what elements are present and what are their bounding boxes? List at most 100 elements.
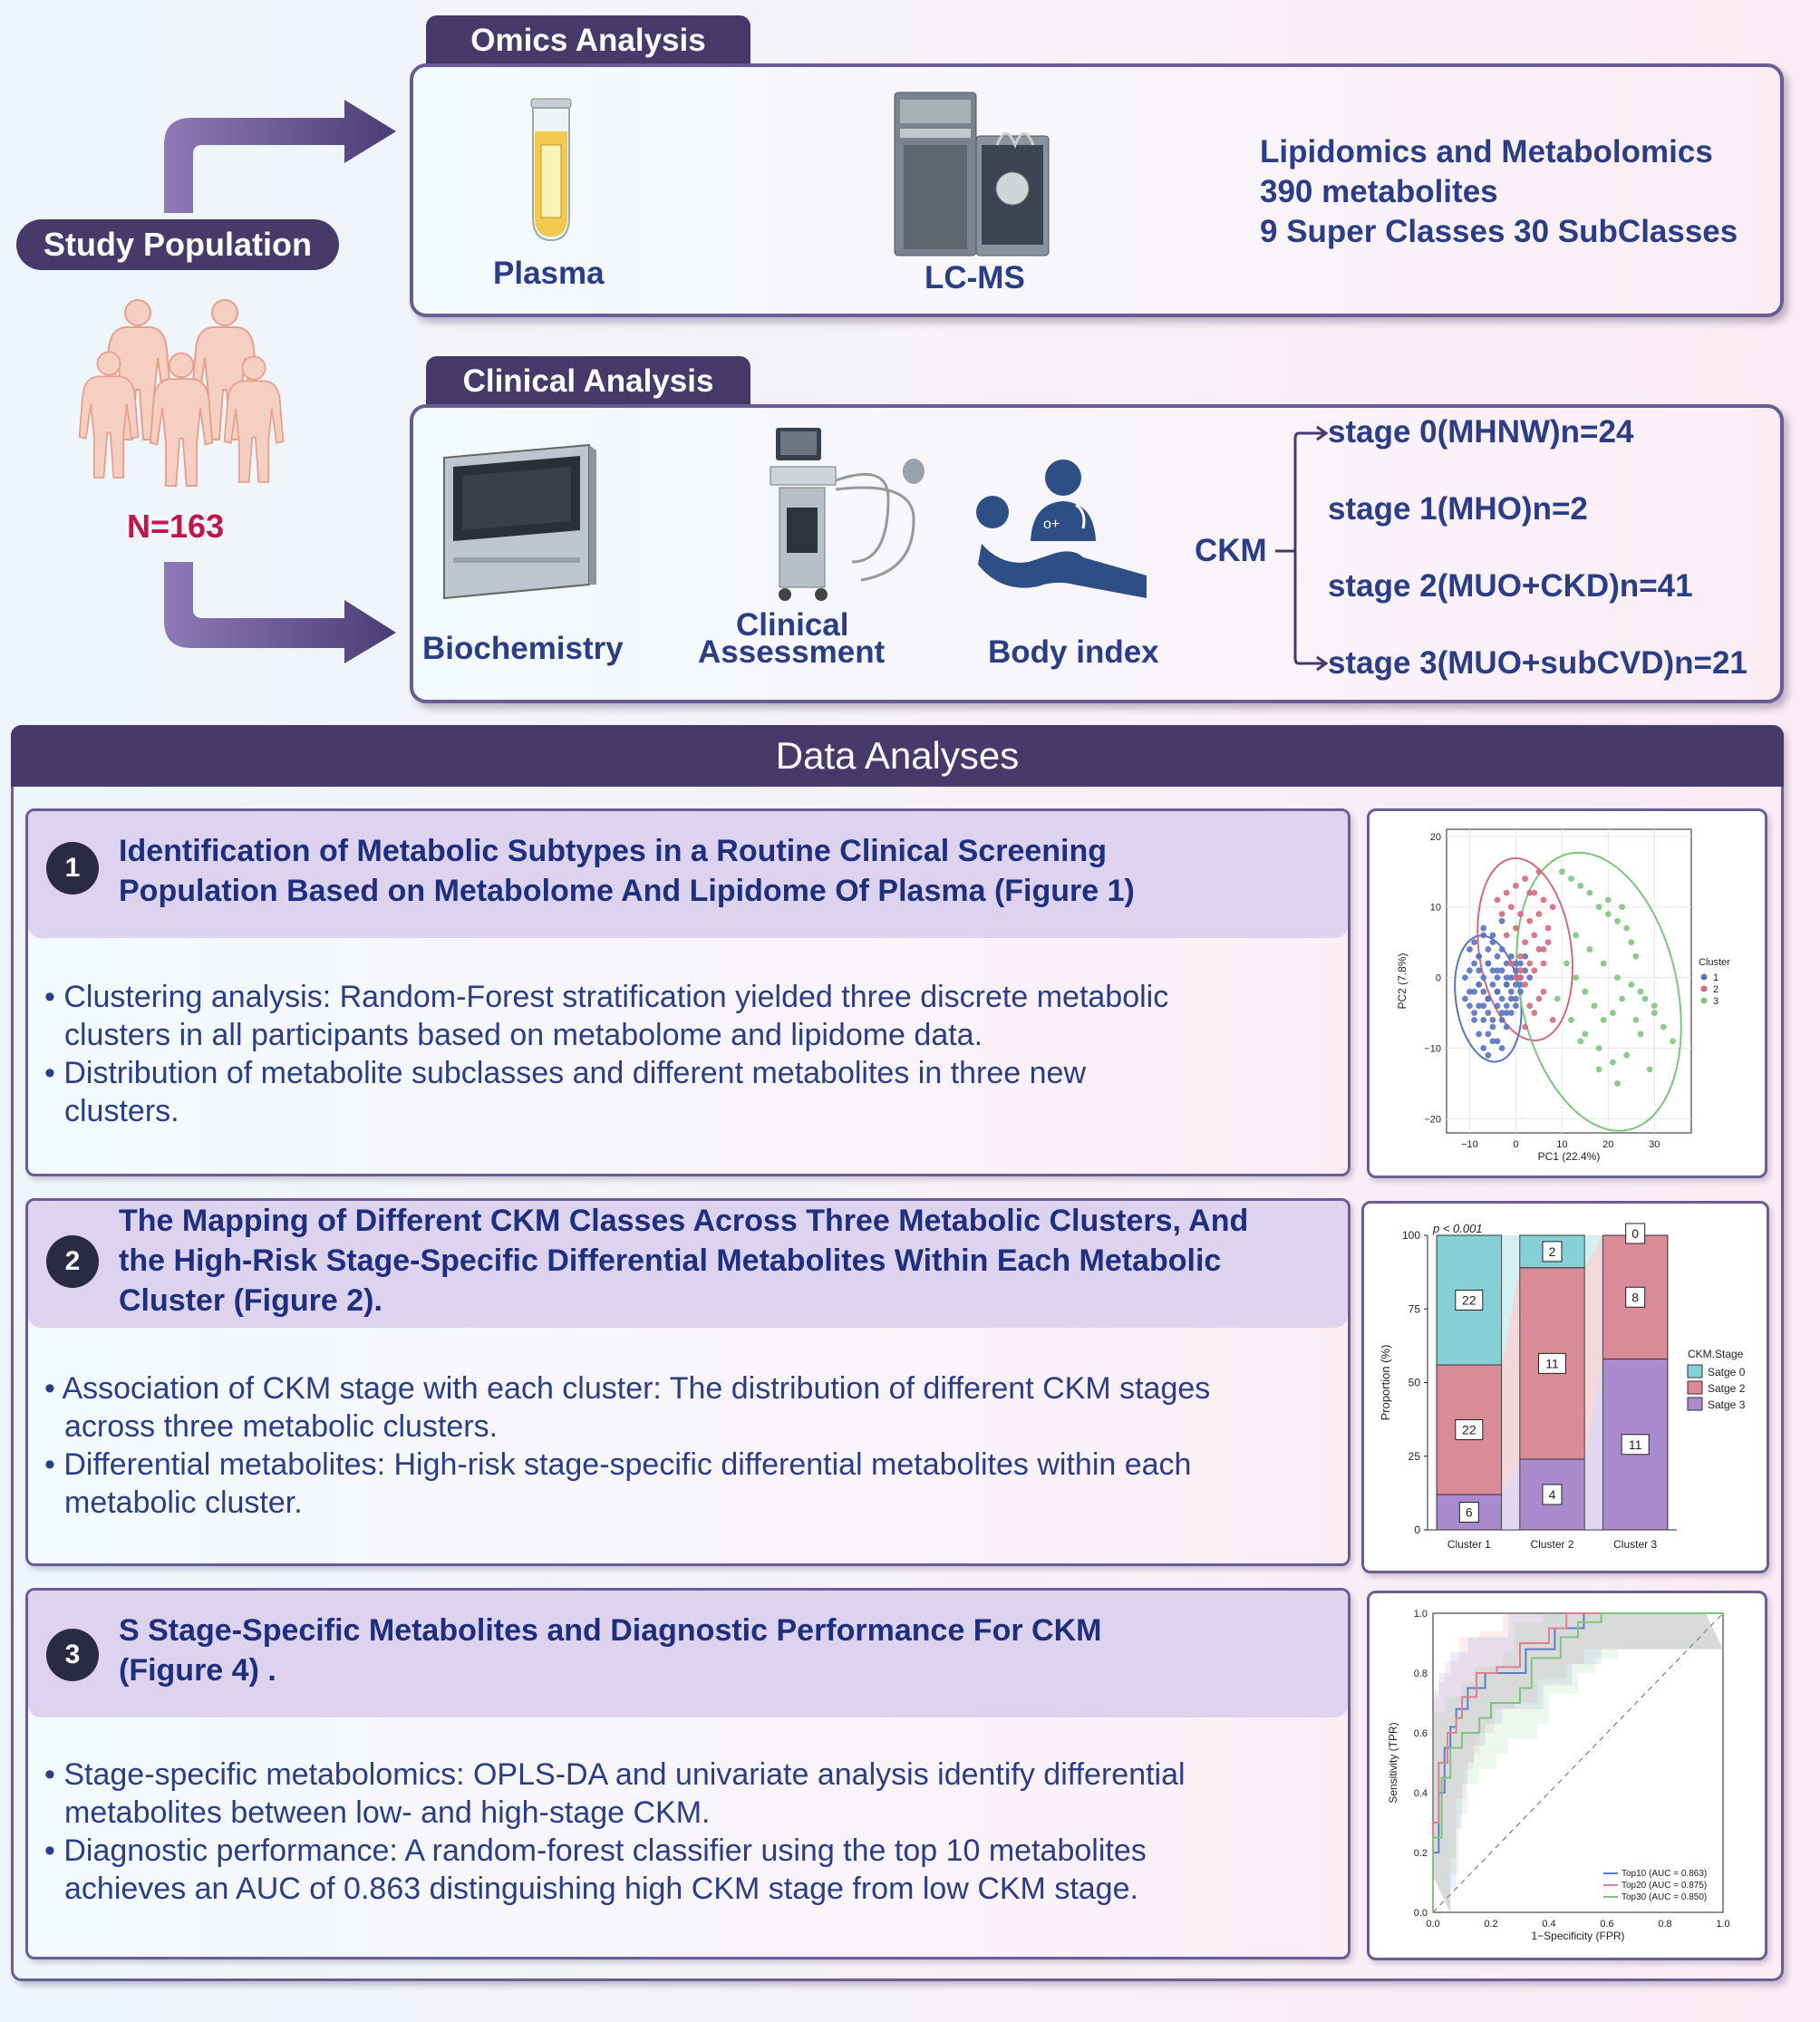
bar-category-label: Cluster 3: [1613, 1538, 1657, 1551]
roc-confidence-band: [1433, 1613, 1723, 1912]
pca-x-tick-label: −10: [1461, 1139, 1478, 1150]
lcms-label: LC-MS: [925, 260, 1025, 295]
pca-point-cluster-2: [1503, 932, 1510, 939]
pca-point-cluster-3: [1558, 868, 1565, 876]
pca-point-cluster-3: [1628, 939, 1635, 946]
pca-point-cluster-2: [1494, 896, 1501, 904]
pca-point-cluster-1: [1471, 939, 1477, 946]
pca-point-cluster-1: [1480, 1016, 1487, 1023]
pca-y-tick-label: 20: [1430, 832, 1441, 843]
clinical-tab: Clinical Analysis: [426, 356, 750, 407]
omics-summary-line-3: 9 Super Classes 30 SubClasses: [1260, 214, 1738, 249]
bar-y-tick-label: 50: [1409, 1377, 1421, 1389]
bar-data-label-group: 8: [1625, 1286, 1646, 1308]
pca-point-cluster-3: [1619, 904, 1625, 911]
pca-point-cluster-1: [1498, 967, 1505, 974]
pca-point-cluster-3: [1600, 960, 1607, 967]
pca-point-cluster-1: [1461, 974, 1468, 982]
pca-point-cluster-3: [1582, 1030, 1589, 1038]
pca-point-cluster-3: [1563, 960, 1570, 967]
pca-point-cluster-1: [1507, 995, 1515, 1002]
bar-data-label-box: [1542, 1241, 1563, 1263]
roc-y-tick-label: 0.6: [1414, 1728, 1428, 1739]
bar-data-label-group: 22: [1455, 1419, 1484, 1440]
bar-y-tick-label: 0: [1414, 1524, 1420, 1536]
omics-panel: [410, 63, 1784, 317]
section-1-bullet-2-line-2: clusters.: [64, 1094, 179, 1128]
data-analyses-title: Data Analyses: [775, 734, 1020, 777]
roc-x-tick-label: 0.6: [1600, 1919, 1613, 1930]
pca-point-cluster-1: [1498, 917, 1505, 924]
ckm-stage-2: stage 2(MUO+CKD)n=41: [1328, 568, 1693, 604]
bar-category-label: Cluster 2: [1530, 1538, 1573, 1551]
pca-point-cluster-3: [1637, 988, 1644, 995]
clinical-tab-label: Clinical Analysis: [462, 363, 714, 399]
pca-point-cluster-3: [1670, 1038, 1677, 1045]
pca-point-cluster-1: [1494, 974, 1501, 982]
pca-point-cluster-2: [1540, 988, 1547, 995]
pca-point-cluster-1: [1503, 1010, 1510, 1016]
section-2-panel: 2 The Mapping of Different CKM Classes A…: [25, 1198, 1350, 1566]
pca-point-cluster-1: [1480, 988, 1487, 995]
pca-point-cluster-3: [1573, 932, 1580, 939]
pca-point-cluster-2: [1549, 1016, 1556, 1023]
pca-point-cluster-2: [1535, 946, 1543, 953]
bar-data-label-box: [1455, 1290, 1484, 1311]
pca-point-cluster-1: [1480, 924, 1487, 932]
pca-point-cluster-1: [1485, 1030, 1492, 1038]
pca-cluster-ellipse: [1515, 851, 1682, 1132]
roc-legend-label: Top30 (AUC = 0.850): [1622, 1892, 1707, 1902]
pca-point-cluster-2: [1522, 939, 1529, 946]
pca-point-cluster-2: [1526, 917, 1534, 924]
ckm-label: CKM: [1195, 533, 1267, 568]
roc-legend-label: Top10 (AUC = 0.863): [1622, 1869, 1707, 1879]
pca-point-cluster-2: [1522, 876, 1529, 882]
pca-legend-marker: [1700, 997, 1708, 1004]
pca-point-cluster-1: [1489, 1038, 1496, 1045]
section-3-bullet-1: • Stage-specific metabolomics: OPLS-DA a…: [44, 1756, 1304, 1832]
pca-point-cluster-3: [1604, 896, 1612, 904]
bar-data-label-box: [1625, 1286, 1646, 1308]
biochemistry-label: Biochemistry: [422, 631, 624, 666]
pca-point-cluster-2: [1498, 911, 1505, 917]
roc-y-axis-label: Sensitivity (TPR): [1387, 1722, 1399, 1803]
pca-point-cluster-1: [1494, 967, 1501, 974]
bar-data-label-group: 11: [1538, 1352, 1566, 1374]
data-analyses-header: Data Analyses: [11, 725, 1784, 787]
pca-point-cluster-2: [1522, 1023, 1529, 1030]
bar-data-label-group: 4: [1542, 1484, 1563, 1505]
pca-point-cluster-2: [1531, 932, 1538, 939]
roc-confidence-band: [1433, 1613, 1723, 1912]
pca-point-cluster-2: [1517, 911, 1524, 917]
pca-point-cluster-1: [1489, 967, 1496, 974]
pca-point-cluster-2: [1503, 889, 1510, 896]
pca-point-cluster-1: [1513, 995, 1519, 1002]
pca-point-cluster-1: [1507, 988, 1515, 995]
pca-legend-label: 1: [1713, 972, 1718, 983]
pca-point-cluster-1: [1507, 974, 1515, 982]
pca-point-cluster-1: [1471, 988, 1477, 995]
pca-point-cluster-3: [1586, 889, 1593, 896]
pca-point-cluster-1: [1494, 988, 1501, 995]
section-1-bullet-2-line-1: • Distribution of metabolite subclasses …: [44, 1056, 1087, 1090]
pca-point-cluster-3: [1595, 904, 1602, 911]
bar-y-tick-label: 25: [1409, 1450, 1421, 1463]
pca-point-cluster-2: [1535, 868, 1543, 876]
section-1-bullet-1: • Clustering analysis: Random-Forest str…: [44, 978, 1304, 1054]
pca-y-tick-label: 0: [1436, 973, 1441, 984]
pca-point-cluster-3: [1632, 1016, 1640, 1023]
section-2-bullet-1-line-2: across three metabolic clusters.: [64, 1409, 499, 1444]
pca-point-cluster-1: [1476, 967, 1483, 974]
pca-legend-marker: [1700, 973, 1708, 981]
pca-point-cluster-3: [1577, 882, 1584, 889]
pca-point-cluster-1: [1467, 988, 1473, 995]
bar-category-label: Cluster 1: [1447, 1538, 1491, 1551]
pca-point-cluster-1: [1467, 967, 1473, 974]
pca-point-cluster-3: [1568, 876, 1574, 882]
pca-point-cluster-1: [1522, 967, 1529, 974]
section-1-title: Identification of Metabolic Subtypes in …: [119, 831, 1135, 911]
pca-point-cluster-2: [1535, 911, 1543, 917]
population-icon: [78, 299, 285, 487]
pca-point-cluster-1: [1513, 967, 1519, 974]
pca-y-tick-label: −20: [1424, 1114, 1441, 1125]
